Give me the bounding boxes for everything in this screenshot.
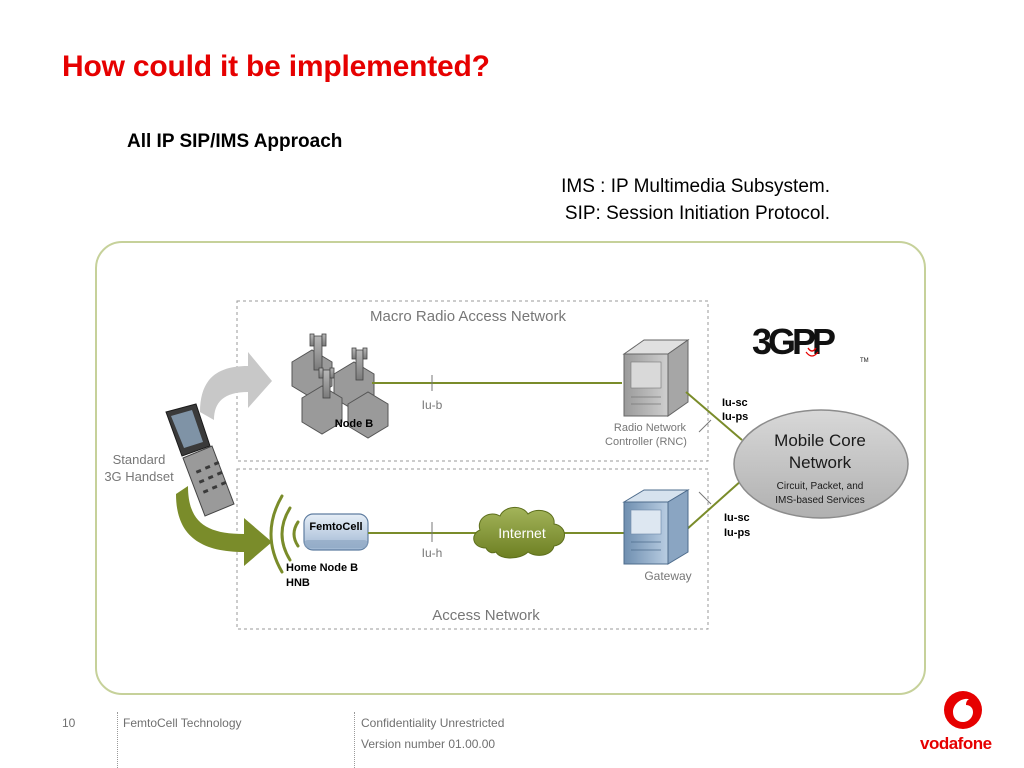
femtocell-label: FemtoCell xyxy=(309,521,362,533)
handset-label-line2: 3G Handset xyxy=(104,469,174,484)
core-title-line2: Network xyxy=(789,453,852,472)
home-node-b-line2: HNB xyxy=(286,577,310,589)
wireless-signal-icon xyxy=(269,494,300,574)
handset-icon xyxy=(165,403,235,517)
internet-cloud-icon xyxy=(473,507,565,559)
home-node-b-line1: Home Node B xyxy=(286,562,358,574)
footer-project-name: FemtoCell Technology xyxy=(123,716,242,730)
core-title-line1: Mobile Core xyxy=(774,431,866,450)
ims-definition: IMS : IP Multimedia Subsystem. xyxy=(561,176,830,197)
gateway-label: Gateway xyxy=(644,569,691,583)
iu-top-line2: Iu-ps xyxy=(722,411,748,423)
vodafone-wordmark: vodafone xyxy=(920,734,992,753)
rnc-core-link xyxy=(685,391,743,441)
iuh-label: Iu-h xyxy=(422,546,443,560)
macro-path-arrow xyxy=(200,352,272,420)
footer-divider xyxy=(117,712,118,768)
gateway-core-link xyxy=(685,479,743,531)
femto-path-arrow xyxy=(176,486,272,566)
core-sub-line2: IMS-based Services xyxy=(775,495,864,506)
node-b-cells xyxy=(291,349,389,439)
rnc-server-icon xyxy=(622,339,690,417)
core-sub-line1: Circuit, Packet, and xyxy=(777,481,864,492)
macro-network-label: Macro Radio Access Network xyxy=(370,308,566,325)
footer-divider xyxy=(354,712,355,768)
iu-top-tick xyxy=(698,419,712,433)
footer-confidentiality: Confidentiality Unrestricted xyxy=(361,716,505,730)
iub-label: Iu-b xyxy=(422,398,443,412)
rnc-label-line1: Radio Network xyxy=(614,422,687,434)
node-b-label: Node B xyxy=(335,418,374,430)
iu-bottom-tick xyxy=(698,491,712,505)
access-network-label: Access Network xyxy=(432,607,540,624)
3gpp-logo: 3GPP TM xyxy=(752,321,869,364)
handset-label-line1: Standard xyxy=(113,452,166,467)
mobile-core-network xyxy=(733,409,909,519)
slide-title: How could it be implemented? xyxy=(62,50,490,83)
footer-version: Version number 01.00.00 xyxy=(361,737,496,751)
rnc-label-line2: Controller (RNC) xyxy=(605,436,687,448)
slide-subtitle: All IP SIP/IMS Approach xyxy=(127,131,343,152)
gateway-server-icon xyxy=(622,489,690,565)
cell-tower-icon xyxy=(309,333,368,399)
svg-text:TM: TM xyxy=(860,358,869,364)
page-number: 10 xyxy=(62,716,76,730)
vodafone-logo-icon xyxy=(944,691,982,729)
sip-definition: SIP: Session Initiation Protocol. xyxy=(564,203,830,224)
svg-text:3GPP: 3GPP xyxy=(752,321,835,362)
iu-bottom-line2: Iu-ps xyxy=(724,527,750,539)
iu-top-line1: Iu-sc xyxy=(722,397,748,409)
internet-label: Internet xyxy=(498,525,546,541)
iu-bottom-line1: Iu-sc xyxy=(724,512,750,524)
femtocell-device-icon xyxy=(303,513,369,551)
